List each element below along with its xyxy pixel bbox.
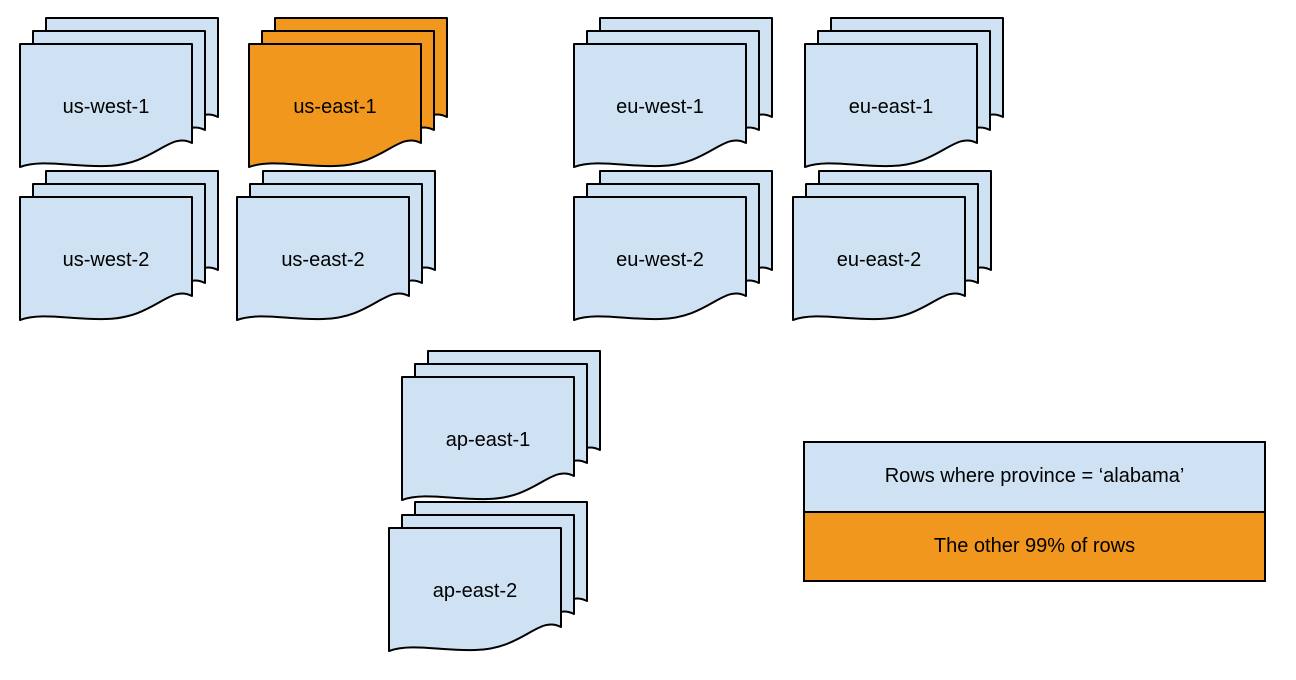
region-label: us-west-1	[63, 96, 150, 118]
sheet-front	[19, 43, 193, 168]
region-stack-us-west-1: us-west-1	[18, 14, 222, 172]
region-stack-us-east-1: us-east-1	[247, 14, 451, 172]
region-stack-eu-west-2: eu-west-2	[572, 167, 776, 325]
document-stack-icon: us-west-1	[19, 17, 219, 168]
region-label: us-east-2	[281, 249, 364, 271]
region-label: ap-east-1	[446, 429, 531, 451]
legend-item-alabama-rows: Rows where province = ‘alabama’	[805, 443, 1264, 511]
sheet-front	[388, 527, 562, 652]
sheet-front	[573, 43, 747, 168]
sheet-front	[804, 43, 978, 168]
region-stack-ap-east-1: ap-east-1	[400, 347, 604, 505]
region-stack-eu-east-2: eu-east-2	[791, 167, 995, 325]
legend-item-label: Rows where province = ‘alabama’	[884, 465, 1185, 488]
sheet-front	[248, 43, 422, 168]
region-stack-eu-east-1: eu-east-1	[803, 14, 1007, 172]
sheet-front	[573, 196, 747, 321]
region-label: eu-west-1	[616, 96, 704, 118]
legend-item-other-rows: The other 99% of rows	[805, 510, 1264, 580]
region-label: us-east-1	[293, 96, 376, 118]
sheet-front	[236, 196, 410, 321]
sheet-front	[792, 196, 966, 321]
region-label: eu-east-2	[837, 249, 922, 271]
legend-item-label: The other 99% of rows	[933, 534, 1136, 557]
document-stack-icon: eu-east-2	[792, 170, 992, 321]
region-label: eu-west-2	[616, 249, 704, 271]
region-stack-eu-west-1: eu-west-1	[572, 14, 776, 172]
sheet-front	[19, 196, 193, 321]
region-label: eu-east-1	[849, 96, 934, 118]
document-stack-icon: us-east-2	[236, 170, 436, 321]
document-stack-icon: eu-east-1	[804, 17, 1004, 168]
document-stack-icon: ap-east-2	[388, 501, 588, 652]
sheet-front	[401, 376, 575, 501]
document-stack-icon: ap-east-1	[401, 350, 601, 501]
region-stack-ap-east-2: ap-east-2	[387, 498, 591, 656]
document-stack-icon: us-east-1	[248, 17, 448, 168]
region-stack-us-east-2: us-east-2	[235, 167, 439, 325]
region-stack-us-west-2: us-west-2	[18, 167, 222, 325]
legend: Rows where province = ‘alabama’ The othe…	[803, 441, 1266, 582]
document-stack-icon: eu-west-2	[573, 170, 773, 321]
document-stack-icon: eu-west-1	[573, 17, 773, 168]
region-label: us-west-2	[63, 249, 150, 271]
region-label: ap-east-2	[433, 580, 518, 602]
document-stack-icon: us-west-2	[19, 170, 219, 321]
